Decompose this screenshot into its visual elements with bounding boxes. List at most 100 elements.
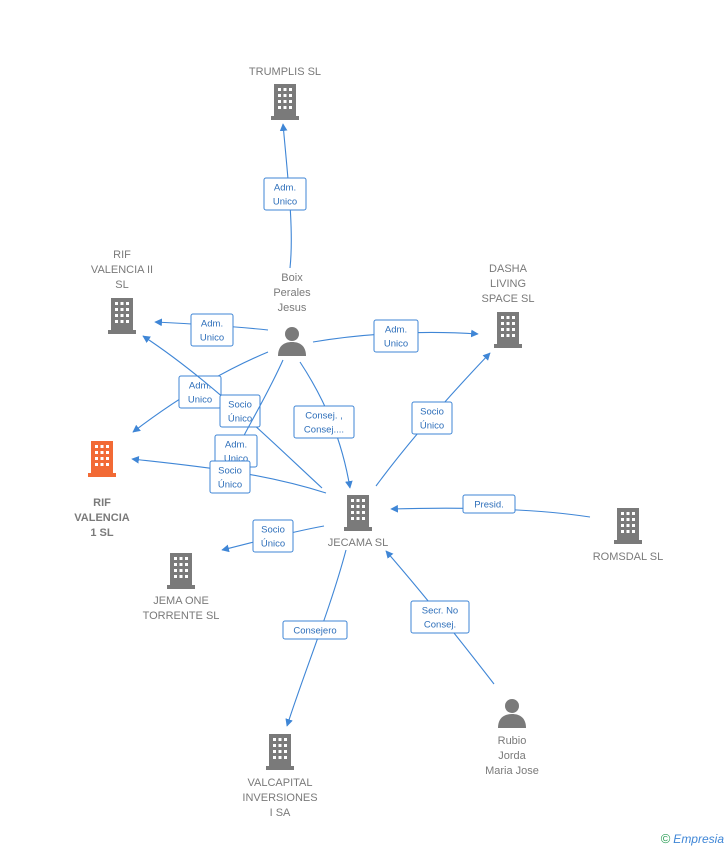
edge-label-box [373, 319, 419, 353]
node-label: LIVING [490, 278, 526, 290]
node-label: SL [115, 279, 128, 291]
node-dasha[interactable]: DASHA LIVING SPACE SL [482, 263, 535, 348]
node-label: TORRENTE SL [143, 610, 220, 622]
edge-label[interactable]: Adm.Unico [214, 434, 258, 468]
edge-label[interactable]: Adm. Unico [373, 319, 419, 353]
edge-boix-to-rif1: Adm. Unico [132, 351, 269, 433]
edge-boix-to-jema: Adm.Unico [214, 359, 284, 468]
edge-boix-to-trumplis: Adm.Unico [263, 123, 307, 269]
edge-label[interactable]: Adm. Unico [190, 313, 234, 347]
edge-label-text: Socio [420, 407, 444, 418]
node-label: Jorda [498, 750, 526, 762]
edge-label-box [190, 313, 234, 347]
node-label: INVERSIONES [242, 792, 317, 804]
node-label: Jesus [278, 302, 307, 314]
edge-label-box [209, 460, 251, 494]
edge-label-text: Único [420, 421, 444, 432]
building-icon [614, 508, 642, 544]
node-rif1[interactable]: RIF VALENCIA 1 SL [74, 441, 130, 539]
edge-label-text: Socio [261, 525, 285, 536]
edge-label-text: Socio [218, 466, 242, 477]
edge-label-text: Adm. [385, 325, 407, 336]
edge-label-text: Consej.... [304, 425, 344, 436]
node-label: TRUMPLIS SL [249, 66, 321, 78]
edge-label-box [293, 405, 355, 439]
edge-label-text: Único [228, 414, 252, 425]
edge-label-text: Unico [384, 339, 408, 350]
edge-label-text: Adm. [189, 381, 211, 392]
building-icon [88, 441, 116, 477]
node-label: JEMA ONE [153, 595, 209, 607]
edge-jecama-to-valcapital: Consejero [282, 549, 348, 727]
edge-label-box [410, 600, 470, 634]
edge-label[interactable]: Adm.Unico [263, 177, 307, 211]
edge-label-box [282, 620, 348, 640]
node-label: SPACE SL [482, 293, 535, 305]
edge-label[interactable]: Consejero [282, 620, 348, 640]
edge-label-text: Unico [224, 454, 248, 465]
person-icon [278, 327, 306, 356]
edge-label-box [263, 177, 307, 211]
node-label: Maria Jose [485, 765, 539, 777]
person-icon [498, 699, 526, 728]
brand-logo[interactable]: Empresia [673, 832, 724, 846]
node-label: JECAMA SL [328, 537, 389, 549]
edge-label-text: Presid. [474, 500, 504, 511]
edge-label-text: Único [218, 480, 242, 491]
node-label: Rubio [498, 735, 527, 747]
node-label: RIF [113, 249, 131, 261]
brand-initial: E [673, 832, 682, 846]
edge-label-box [462, 494, 516, 514]
edge-label[interactable]: Adm. Unico [178, 375, 222, 409]
node-trumplis[interactable]: TRUMPLIS SL [249, 66, 321, 120]
edge-label-box [178, 375, 222, 409]
building-icon [108, 298, 136, 334]
edge-label-text: Socio [228, 400, 252, 411]
edge-romsdal-to-jecama: Presid. [390, 494, 591, 518]
edge-label-text: Único [261, 539, 285, 550]
edge-label-text: Secr. No [422, 606, 458, 617]
node-label: Perales [273, 287, 311, 299]
node-label: VALENCIA [74, 512, 129, 524]
edge-label[interactable]: Presid. [462, 494, 516, 514]
edge-label-box [252, 519, 294, 553]
node-rif2[interactable]: RIF VALENCIA II SL [91, 249, 153, 334]
node-label: DASHA [489, 263, 528, 275]
node-label: VALCAPITAL [247, 777, 312, 789]
edge-label-text: Consejero [293, 626, 336, 637]
edge-boix-to-dasha: Adm. Unico [312, 319, 479, 353]
edge-label-text: Unico [188, 395, 212, 406]
building-icon [167, 553, 195, 589]
node-label: RIF [93, 497, 111, 509]
node-label: ROMSDAL SL [593, 551, 664, 563]
node-jecama[interactable]: JECAMA SL [328, 495, 389, 549]
edge-label[interactable]: Consej. , Consej.... [293, 405, 355, 439]
node-label: VALENCIA II [91, 264, 153, 276]
edge-label-text: Unico [200, 333, 224, 344]
node-romsdal[interactable]: ROMSDAL SL [593, 508, 664, 563]
brand-rest: mpresia [681, 832, 724, 846]
edge-boix-to-jecama: Consej. , Consej.... [293, 361, 355, 489]
node-jema[interactable]: JEMA ONE TORRENTE SL [143, 553, 220, 622]
copyright-icon: © [660, 831, 671, 846]
node-label: 1 SL [90, 527, 114, 539]
edge-label-text: Consej. , [305, 411, 343, 422]
building-icon [494, 312, 522, 348]
building-icon [271, 84, 299, 120]
building-icon [344, 495, 372, 531]
edge-label-text: Adm. [201, 319, 223, 330]
